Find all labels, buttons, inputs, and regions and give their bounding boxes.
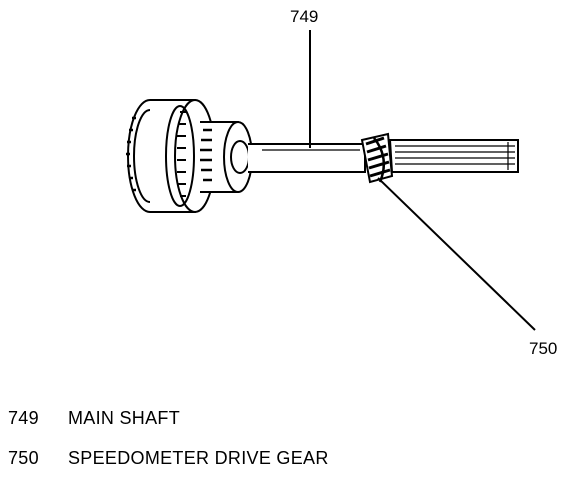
legend-text: SPEEDOMETER DRIVE GEAR [68,448,329,468]
speedometer-drive-gear [360,132,394,184]
legend-number: 750 [8,448,39,468]
gear-assembly [126,99,253,213]
leader-line-750 [377,177,536,331]
legend-row-750: 750 SPEEDOMETER DRIVE GEAR [8,448,329,469]
legend-text: MAIN SHAFT [68,408,181,428]
legend-row-749: 749 MAIN SHAFT [8,408,180,429]
main-shaft [248,143,366,173]
callout-750: 750 [529,339,557,358]
splined-shaft-end [388,139,519,173]
callout-749: 749 [290,7,318,26]
legend-number: 749 [8,408,39,428]
